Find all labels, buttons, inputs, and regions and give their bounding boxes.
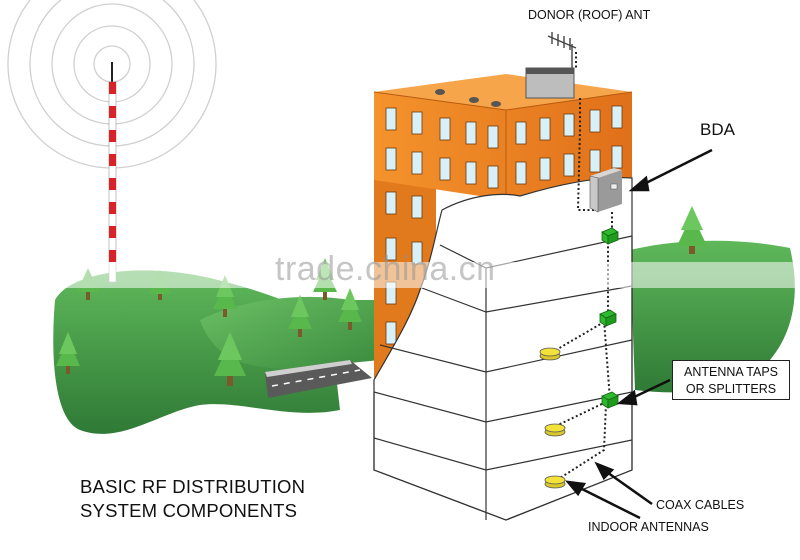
title-line-2: SYSTEM COMPONENTS xyxy=(80,500,298,521)
road-markings xyxy=(271,369,361,387)
building-windows xyxy=(385,105,623,345)
middle-hill xyxy=(200,296,380,370)
taps-line-2: OR SPLITTERS xyxy=(685,382,777,396)
donor-antenna-label: DONOR (ROOF) ANT xyxy=(528,8,651,22)
watermark: trade.china.cn xyxy=(275,250,496,288)
bda-unit xyxy=(589,168,622,213)
title-line-1: BASIC RF DISTRIBUTION xyxy=(80,476,306,497)
road-edge xyxy=(265,360,352,377)
callout-arrows xyxy=(565,148,713,520)
indoor-antennas-label: INDOOR ANTENNAS xyxy=(588,520,709,534)
antenna-splitters xyxy=(599,227,619,409)
coax-branch-2 xyxy=(555,401,607,427)
cell-tower xyxy=(108,62,117,283)
taps-line-1: ANTENNA TAPS xyxy=(683,365,778,379)
coax-cable-main xyxy=(559,52,613,479)
coax-cables-label: COAX CABLES xyxy=(656,498,745,512)
coax-branch-1 xyxy=(555,321,605,351)
bda-label: BDA xyxy=(700,120,735,139)
antenna-taps-label: ANTENNA TAPS OR SPLITTERS xyxy=(672,360,790,400)
donor-antenna xyxy=(547,32,577,68)
watermark-band xyxy=(55,262,800,288)
diagram-title: BASIC RF DISTRIBUTION SYSTEM COMPONENTS xyxy=(80,475,305,523)
indoor-antennas xyxy=(539,347,566,489)
